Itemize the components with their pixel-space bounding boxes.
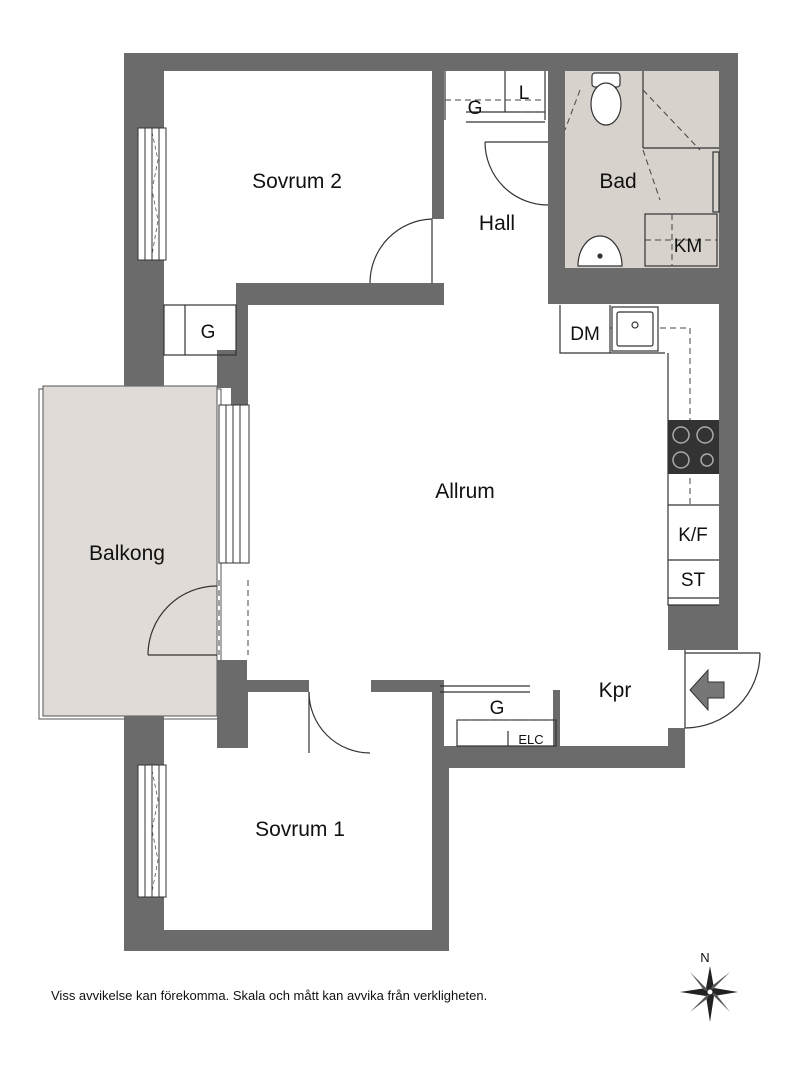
stove-icon — [668, 420, 719, 474]
label-sovrum-1: Sovrum 1 — [255, 818, 345, 841]
label-hall: Hall — [479, 212, 515, 235]
label-bad: Bad — [599, 170, 636, 193]
windows — [137, 127, 250, 898]
label-kf: K/F — [678, 525, 708, 546]
sink-icon — [577, 235, 623, 267]
label-balkong: Balkong — [89, 542, 165, 565]
doors — [147, 141, 761, 754]
label-g-hall: G — [468, 98, 483, 119]
label-kpr: Kpr — [599, 679, 632, 702]
label-elc: ELC — [518, 732, 543, 747]
label-allrum: Allrum — [435, 480, 495, 503]
label-g-kpr: G — [490, 698, 505, 719]
label-st: ST — [681, 570, 706, 591]
entrance-arrow-icon — [689, 668, 725, 712]
walls — [124, 53, 738, 951]
compass-rose-icon: N — [680, 950, 738, 1022]
window-swing-lines — [151, 131, 159, 893]
label-dm: DM — [570, 324, 600, 345]
label-g-sovrum-2: G — [201, 322, 216, 343]
compass-north-label: N — [700, 950, 709, 965]
inner-lines — [163, 71, 720, 747]
label-sovrum-2: Sovrum 2 — [252, 170, 342, 193]
label-km: KM — [674, 236, 703, 257]
kitchen-sink-icon — [611, 306, 659, 352]
label-l-hall: L — [519, 83, 530, 104]
toilet-icon — [590, 72, 622, 126]
disclaimer-text: Viss avvikelse kan förekomma. Skala och … — [51, 988, 488, 1003]
